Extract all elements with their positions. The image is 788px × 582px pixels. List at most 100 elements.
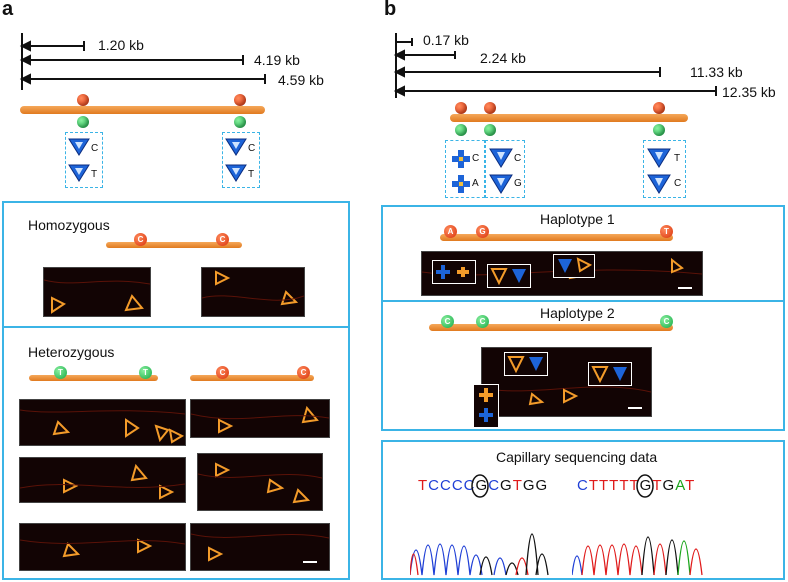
inset-image bbox=[487, 264, 531, 288]
base: T bbox=[652, 477, 663, 494]
allele-label: T bbox=[674, 153, 681, 164]
cross-marker-icon bbox=[452, 150, 470, 168]
haplotype1-title: Haplotype 1 bbox=[540, 211, 615, 227]
allele-label: C bbox=[472, 153, 480, 164]
allele-ball: T bbox=[139, 366, 152, 379]
marker-box-b2: C G bbox=[485, 140, 525, 198]
panel-a-images-frame bbox=[2, 201, 350, 580]
afm-image bbox=[19, 457, 186, 503]
allele-ball: C bbox=[297, 366, 310, 379]
afm-image bbox=[19, 523, 186, 571]
triangle-marker-icon bbox=[68, 164, 90, 182]
allele-green-2 bbox=[234, 116, 246, 128]
panel-b-letter: b bbox=[384, 0, 397, 20]
allele-ball: C bbox=[441, 315, 454, 328]
base: G bbox=[475, 477, 489, 494]
allele-label: T bbox=[248, 169, 255, 180]
allele-green-b2 bbox=[484, 124, 496, 136]
dna-rod-hetero-right bbox=[190, 375, 314, 381]
afm-image bbox=[190, 399, 330, 438]
afm-image bbox=[481, 347, 652, 417]
marker-box-a2: C T bbox=[222, 132, 260, 188]
haplotype2-title: Haplotype 2 bbox=[540, 305, 615, 321]
allele-ball: C bbox=[134, 233, 147, 246]
marker-box-b1: C A bbox=[445, 140, 485, 198]
scale-label-1: 1.20 kb bbox=[98, 37, 144, 53]
allele-red-b1 bbox=[455, 102, 467, 114]
base: C bbox=[488, 477, 501, 494]
scale-label-b1: 0.17 kb bbox=[423, 32, 469, 48]
base: G bbox=[639, 477, 653, 494]
marker-box-b3: T C bbox=[643, 140, 686, 198]
inset-image bbox=[588, 362, 632, 386]
allele-ball: C bbox=[216, 366, 229, 379]
base: A bbox=[675, 477, 686, 494]
chromatogram-right bbox=[572, 536, 703, 576]
base: C bbox=[577, 477, 589, 494]
scale-label-b4: 12.35 kb bbox=[722, 84, 776, 100]
base: T bbox=[418, 477, 429, 494]
allele-ball: T bbox=[54, 366, 67, 379]
panel-b-scale-arrows bbox=[393, 33, 717, 98]
allele-ball: T bbox=[660, 225, 673, 238]
panel-a-divider bbox=[2, 326, 350, 328]
base: T bbox=[685, 477, 696, 494]
chromatogram-left bbox=[410, 533, 549, 576]
allele-red-2 bbox=[234, 94, 246, 106]
base: G bbox=[662, 477, 676, 494]
allele-label: T bbox=[91, 169, 98, 180]
afm-image bbox=[43, 267, 151, 317]
dna-rod-hetero-left bbox=[29, 375, 158, 381]
sequence-right: CTTTTTGTGAT bbox=[577, 477, 695, 494]
highlight-circles bbox=[471, 474, 654, 498]
allele-green-b3 bbox=[653, 124, 665, 136]
triangle-marker-icon bbox=[647, 174, 671, 194]
allele-red-1 bbox=[77, 94, 89, 106]
scale-label-b3: 11.33 kb bbox=[690, 64, 743, 80]
afm-image bbox=[190, 523, 330, 571]
allele-ball: C bbox=[476, 315, 489, 328]
sequencing-title: Capillary sequencing data bbox=[496, 449, 658, 465]
dna-rod-b bbox=[450, 114, 688, 122]
allele-label: C bbox=[514, 153, 522, 164]
panel-a-letter: a bbox=[2, 0, 14, 20]
allele-label: G bbox=[514, 178, 522, 189]
allele-ball: A bbox=[444, 225, 457, 238]
scale-label-b2: 2.24 kb bbox=[480, 50, 526, 66]
triangle-marker-icon bbox=[225, 138, 247, 156]
triangle-marker-icon bbox=[647, 148, 671, 168]
allele-red-b2 bbox=[484, 102, 496, 114]
base: T bbox=[512, 477, 523, 494]
afm-image bbox=[421, 251, 703, 296]
scale-label-2: 4.19 kb bbox=[254, 52, 300, 68]
marker-box-a1: C T bbox=[65, 132, 103, 188]
base: G bbox=[500, 477, 513, 494]
triangle-marker-icon bbox=[489, 174, 513, 194]
triangle-marker-icon bbox=[225, 164, 247, 182]
panel-b-haplotype-frame bbox=[381, 205, 785, 431]
dna-rod-hap2 bbox=[429, 324, 673, 331]
heterozygous-title: Heterozygous bbox=[28, 344, 115, 360]
allele-green-b1 bbox=[455, 124, 467, 136]
dna-rod-homo bbox=[106, 242, 242, 248]
inset-image bbox=[473, 384, 499, 428]
inset-image bbox=[432, 260, 476, 284]
inset-image bbox=[504, 352, 548, 376]
base: CCCC bbox=[428, 477, 476, 494]
allele-red-b3 bbox=[653, 102, 665, 114]
allele-ball: C bbox=[660, 315, 673, 328]
afm-image bbox=[201, 267, 305, 317]
allele-green-1 bbox=[77, 116, 89, 128]
sequence-left: TCCCCGCGTGG bbox=[418, 477, 548, 494]
allele-ball: G bbox=[476, 225, 489, 238]
panel-a-scale-arrows bbox=[19, 33, 266, 90]
panel-b-divider bbox=[381, 300, 785, 302]
dna-rod-a bbox=[20, 106, 265, 114]
triangle-marker-icon bbox=[489, 148, 513, 168]
base: GG bbox=[522, 477, 549, 494]
inset-image bbox=[553, 254, 595, 278]
afm-image bbox=[197, 453, 323, 511]
homozygous-title: Homozygous bbox=[28, 217, 110, 233]
allele-label: C bbox=[674, 178, 682, 189]
allele-label: C bbox=[248, 143, 256, 154]
